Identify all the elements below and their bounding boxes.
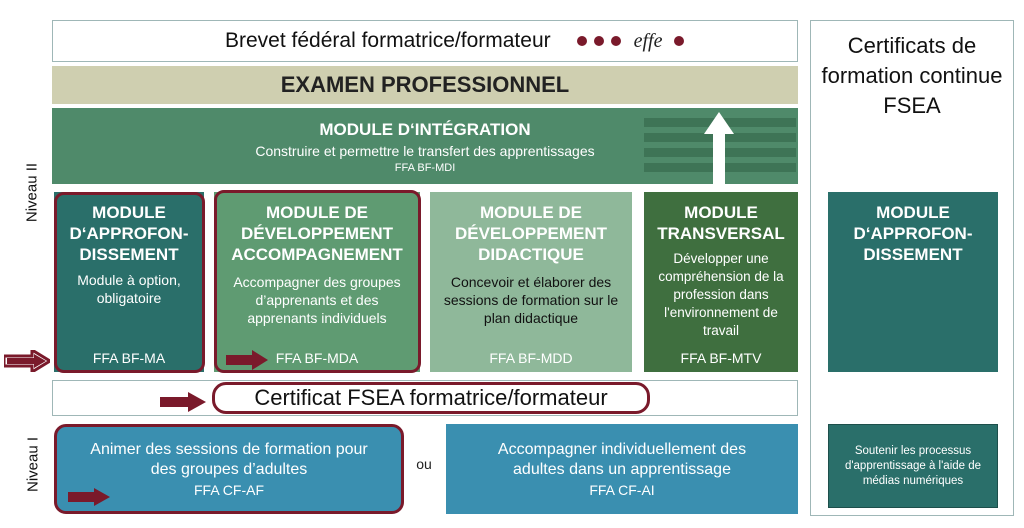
module-title: MODULE DE DÉVELOPPEMENT DIDACTIQUE [454,203,608,264]
exam-title: EXAMEN PROFESSIONNEL [280,72,570,97]
highlight-frame [54,192,205,373]
certificat-label: Certificat FSEA formatrice/formateur [254,385,608,410]
integration-subtitle: Construire et permettre le transfert des… [255,142,595,159]
logo: effe [576,29,684,53]
logo-dot-icon [673,36,684,46]
module-animer-groupes[interactable]: Animer des sessions de formation pour de… [54,424,404,514]
module-code: FFA BF-MA [92,350,166,366]
up-arrow-icon [704,112,734,210]
module-title: Accompagner individuellement des adultes… [497,441,747,478]
certificat-label-frame[interactable]: Certificat FSEA formatrice/formateur [212,382,650,414]
integration-code: FFA BF-MDI [394,161,456,174]
module-code: FFA CF-AI [589,482,655,498]
header-bar: Brevet fédéral formatrice/formateur effe [52,20,798,62]
integration-title: MODULE D‘INTÉGRATION [319,119,531,139]
module-code: FFA BF-MDD [489,350,573,366]
side-module-medias-numeriques[interactable]: Soutenir les processus d'apprentissage à… [828,424,998,508]
module-desc: Développer une compréhension de la profe… [658,251,784,338]
integration-text: MODULE D‘INTÉGRATION Construire et perme… [52,108,798,184]
module-title: MODULE DE DÉVELOPPEMENT ACCOMPAGNEMENT [231,203,403,264]
logo-dot-icon [593,36,604,46]
module-title: Animer des sessions de formation pour de… [90,441,368,478]
arrow-right-icon [160,392,206,412]
arrow-right-icon [68,488,110,506]
module-desc: Module à option, obligatoire [77,272,181,306]
side-title: Certificats de formation continue FSEA [821,33,1003,118]
niveau1-label: Niveau I [24,436,42,493]
arrow-right-icon [226,350,268,370]
module-transversal[interactable]: MODULE TRANSVERSAL Développer une compré… [644,192,798,372]
module-title: MODULE D‘APPROFON-DISSEMENT [69,203,189,264]
logo-text: effe [633,29,663,52]
side-column [810,20,1014,516]
integration-module: MODULE D‘INTÉGRATION Construire et perme… [52,108,798,184]
module-code: FFA CF-AF [194,482,264,498]
niveau2-label: Niveau II [23,162,41,223]
module-accompagner-individuellement[interactable]: Accompagner individuellement des adultes… [446,424,798,514]
logo-dot-icon [610,36,621,46]
module-code: FFA BF-MDA [275,350,359,366]
or-label: ou [416,456,432,472]
module-title: Soutenir les processus d'apprentissage à… [844,444,982,487]
exam-bar: EXAMEN PROFESSIONNEL [52,66,798,104]
module-developpement-accompagnement[interactable]: MODULE DE DÉVELOPPEMENT ACCOMPAGNEMENT A… [214,192,420,372]
arrow-right-icon [4,350,50,372]
logo-dot-icon [576,36,587,46]
module-title: MODULE D‘APPROFON-DISSEMENT [853,203,973,264]
module-developpement-didactique[interactable]: MODULE DE DÉVELOPPEMENT DIDACTIQUE Conce… [430,192,632,372]
side-module-approfondissement[interactable]: MODULE D‘APPROFON-DISSEMENT [828,192,998,372]
certificat-bar [52,380,798,416]
highlight-frame [214,190,421,373]
module-desc: Concevoir et élaborer des sessions de fo… [443,274,619,326]
module-approfondissement[interactable]: MODULE D‘APPROFON-DISSEMENT Module à opt… [54,192,204,372]
module-title: MODULE TRANSVERSAL [657,203,785,243]
header-title: Brevet fédéral formatrice/formateur [225,29,551,52]
module-code: FFA BF-MTV [680,350,762,366]
module-desc: Accompagner des groupes d’apprenants et … [233,274,401,326]
